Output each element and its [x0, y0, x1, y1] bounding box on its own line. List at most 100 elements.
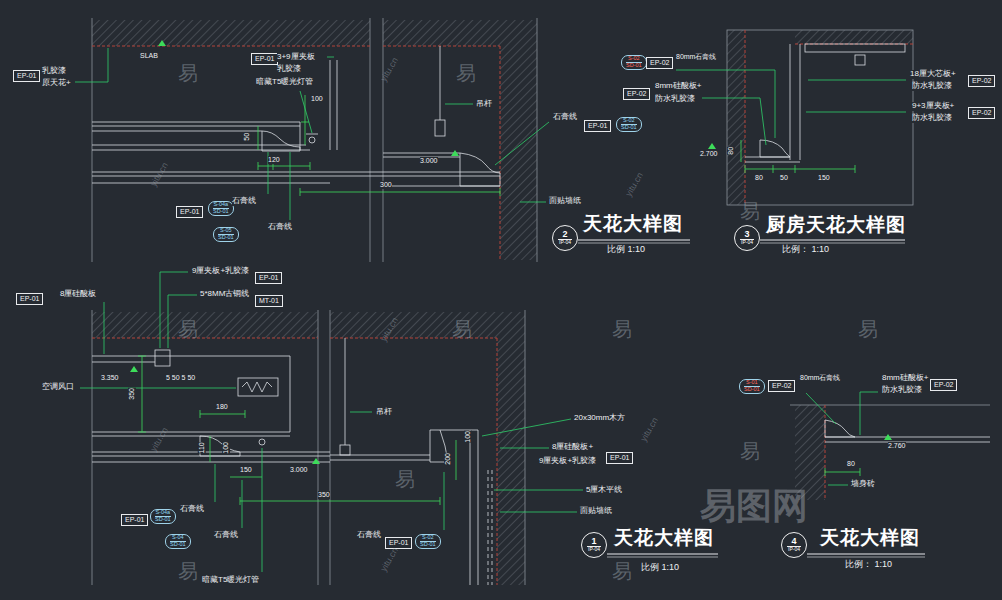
material-code-box: EP-01: [606, 452, 633, 464]
tag-text: EP-01: [20, 295, 39, 302]
tag-text: SD-01: [744, 386, 760, 393]
section-reference-tag: S-04aSD-01: [150, 509, 176, 524]
annotation: 50: [780, 174, 788, 182]
annotation: 20x30mm木方: [574, 414, 625, 423]
material-code-box: EP-02: [930, 379, 957, 391]
annotation: 暗藏T5暖光灯管: [202, 576, 259, 585]
tag-text: EP-01: [588, 122, 607, 129]
tag-text: EP-02: [772, 382, 791, 389]
material-code-box: EP-01: [16, 293, 43, 305]
dimension-text: 100: [222, 442, 230, 454]
annotation: 9厘夹板+乳胶漆: [539, 457, 596, 466]
material-code-box: EP-01: [385, 537, 412, 549]
annotation: 150: [240, 466, 252, 474]
detail-number-circle: 2IP-04: [552, 225, 578, 251]
material-code-box: EP-01: [255, 272, 282, 284]
annotation: 石膏线: [232, 197, 256, 206]
annotation: 暗藏T5暖光灯管: [256, 78, 313, 87]
material-code-box: EP-02: [623, 88, 650, 100]
annotation: 5 50 5 50: [166, 374, 195, 382]
annotation: 9厘夹板+乳胶漆: [192, 267, 249, 276]
tag-text: MT-01: [259, 297, 279, 304]
annotation: 5厘木平线: [586, 486, 622, 495]
section-reference-tag: S-04SD-01: [165, 534, 191, 549]
watermark: yitu.cn: [639, 416, 661, 443]
annotation: 空调风口: [42, 383, 74, 392]
annotation: 吊杆: [376, 408, 392, 417]
material-code-box: EP-02: [768, 380, 795, 392]
annotation: 石膏线: [268, 223, 292, 232]
annotation: 石膏线: [180, 505, 204, 514]
tag-text: 3: [744, 230, 749, 239]
watermark: 易: [178, 62, 198, 84]
tag-text: EP-02: [934, 381, 953, 388]
tag-text: EP-02: [627, 90, 646, 97]
tag-text: EP-02: [650, 59, 669, 66]
tag-text: IP-04: [587, 546, 601, 553]
watermark: yitu.cn: [149, 426, 171, 453]
annotation: 3.000: [420, 157, 438, 165]
material-code-box: EP-01: [176, 206, 203, 218]
dimension-text: 350: [128, 388, 136, 400]
section-reference-tag: S-02SD-01: [621, 55, 647, 70]
tag-text: IP-04: [740, 239, 754, 246]
detail-title: 天花大样图: [820, 528, 920, 549]
annotation: 180: [216, 403, 228, 411]
annotation: 原天花+: [42, 79, 71, 88]
watermark: yitu.cn: [149, 161, 171, 188]
detail-number-circle: 1IP-04: [581, 532, 607, 558]
title-underlines: [578, 240, 925, 557]
watermark: 易: [612, 560, 632, 582]
annotation: 石膏线: [214, 531, 238, 540]
annotation: 防水乳胶漆: [882, 386, 922, 395]
tag-text: 4: [791, 537, 796, 546]
annotation: 3.000: [290, 466, 308, 474]
annotation: 面贴墙纸: [549, 197, 581, 206]
annotation: 面贴墙纸: [580, 507, 612, 516]
annotation: 墙身砖: [851, 480, 875, 489]
slab-edge-lines: [92, 30, 913, 585]
annotation: 比例： 1:10: [782, 245, 829, 255]
tag-text: EP-01: [389, 539, 408, 546]
annotation: 吊杆: [476, 100, 492, 109]
annotation: 石膏线: [553, 113, 577, 122]
annotation: 120: [268, 156, 280, 164]
annotation: 3+9厘夹板: [277, 53, 315, 62]
tag-text: EP-01: [125, 516, 144, 523]
tag-text: IP-04: [787, 546, 801, 553]
annotation: 防水乳胶漆: [655, 95, 695, 104]
annotation: 350: [318, 491, 330, 499]
detail-number-circle: 4IP-04: [781, 532, 807, 558]
annotation: 石膏线: [357, 531, 381, 540]
detail-title: 天花大样图: [614, 528, 714, 549]
annotation: 2.700: [700, 150, 718, 158]
material-code-box: EP-01: [584, 120, 611, 132]
annotation: 8mm硅酸板+: [655, 82, 701, 91]
material-code-box: EP-02: [968, 107, 995, 119]
watermark: 易: [740, 440, 760, 462]
annotation: 8mm硅酸板+: [882, 374, 928, 383]
tag-text: EP-01: [610, 454, 629, 461]
elevation-markers: [130, 40, 892, 464]
annotation: SLAB: [140, 52, 158, 60]
tag-text: SD-01: [621, 124, 637, 131]
annotation: 300: [380, 181, 392, 189]
dimension-text: 50: [243, 133, 251, 141]
section-reference-tag: S-02SD-01: [616, 117, 642, 132]
watermark: 易: [178, 318, 198, 340]
annotation: 5*8MM古铜线: [200, 290, 249, 299]
watermark: 易: [612, 318, 632, 340]
dimension-text: 100: [464, 431, 472, 443]
tag-text: SD-01: [155, 516, 171, 523]
tag-text: EP-01: [17, 72, 36, 79]
annotation: 比例 1:10: [641, 563, 679, 573]
material-code-box: EP-01: [251, 53, 278, 65]
watermark: 易: [178, 560, 198, 582]
tag-text: 2: [562, 230, 567, 239]
section-reference-tag: S-02SD-01: [415, 534, 441, 549]
annotation: 乳胶漆: [277, 65, 301, 74]
annotation: 9+3厘夹板+: [912, 102, 954, 111]
tag-text: SD-01: [170, 541, 186, 548]
